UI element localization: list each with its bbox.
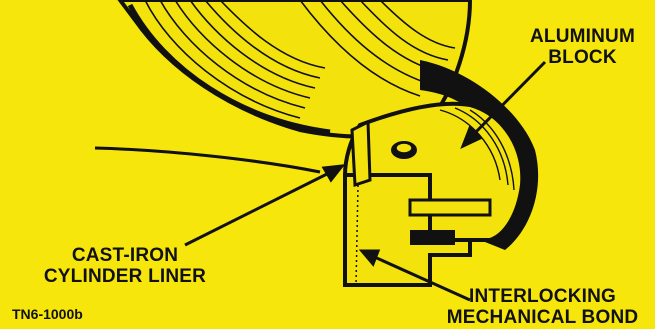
interlocking-bond-label: INTERLOCKING MECHANICAL BOND xyxy=(430,286,655,329)
figure-code-label: TN6-1000b xyxy=(12,306,83,322)
interlocking-bond-label-line1: INTERLOCKING xyxy=(430,286,655,307)
cast-iron-liner-label-line2: CYLINDER LINER xyxy=(15,266,235,287)
aluminum-block-label-line2: BLOCK xyxy=(520,47,645,68)
aluminum-block-label-line1: ALUMINUM xyxy=(520,26,645,47)
cast-iron-liner-label: CAST-IRON CYLINDER LINER xyxy=(15,245,235,288)
interlocking-bond-label-line2: MECHANICAL BOND xyxy=(430,307,655,328)
liner-edge-curve xyxy=(95,148,320,172)
aluminum-block-label: ALUMINUM BLOCK xyxy=(520,26,645,69)
cast-iron-liner-label-line1: CAST-IRON xyxy=(15,245,235,266)
